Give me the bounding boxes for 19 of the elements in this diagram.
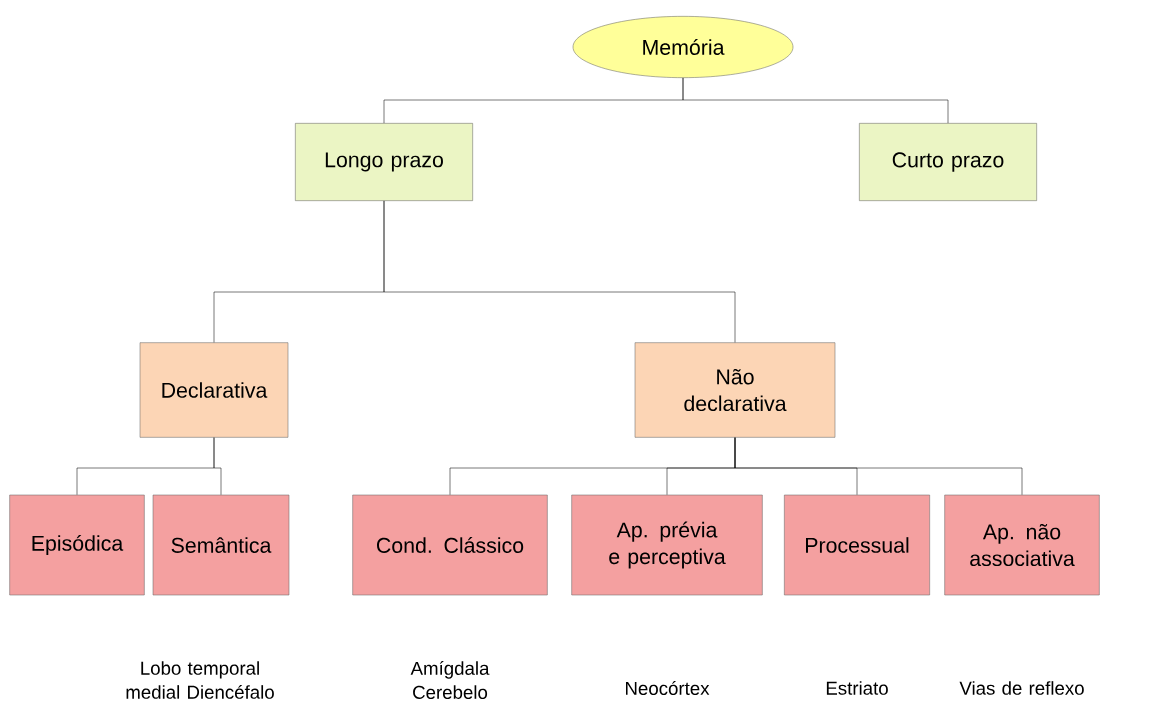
- memory-type-box: Episódica: [9, 494, 145, 596]
- connector: [682, 77, 949, 124]
- region-label: Amígdala Cerebelo: [410, 661, 490, 699]
- connector: [213, 437, 222, 495]
- category-box: Longo prazo: [295, 123, 473, 201]
- memory-type-box: Ap. não associativa: [944, 494, 1100, 596]
- region-label: Neocórtex: [626, 681, 710, 695]
- category-box: Curto prazo: [859, 123, 1037, 201]
- memory-type-box: Processual: [784, 494, 930, 596]
- memory-type-box: Semântica: [152, 494, 290, 596]
- category-box: Não declarativa: [634, 342, 836, 438]
- region-label: Vias de reflexo: [959, 681, 1084, 695]
- region-label: Lobo temporal medial Diencéfalo: [126, 661, 274, 699]
- memory-type-box: Cond. Clássico: [352, 494, 548, 596]
- memory-type-box: Ap. prévia e perceptiva: [571, 494, 763, 596]
- category-box: Declarativa: [139, 342, 289, 438]
- connector: [383, 200, 736, 343]
- connector: [734, 437, 1023, 495]
- region-label: Estriato: [826, 681, 888, 695]
